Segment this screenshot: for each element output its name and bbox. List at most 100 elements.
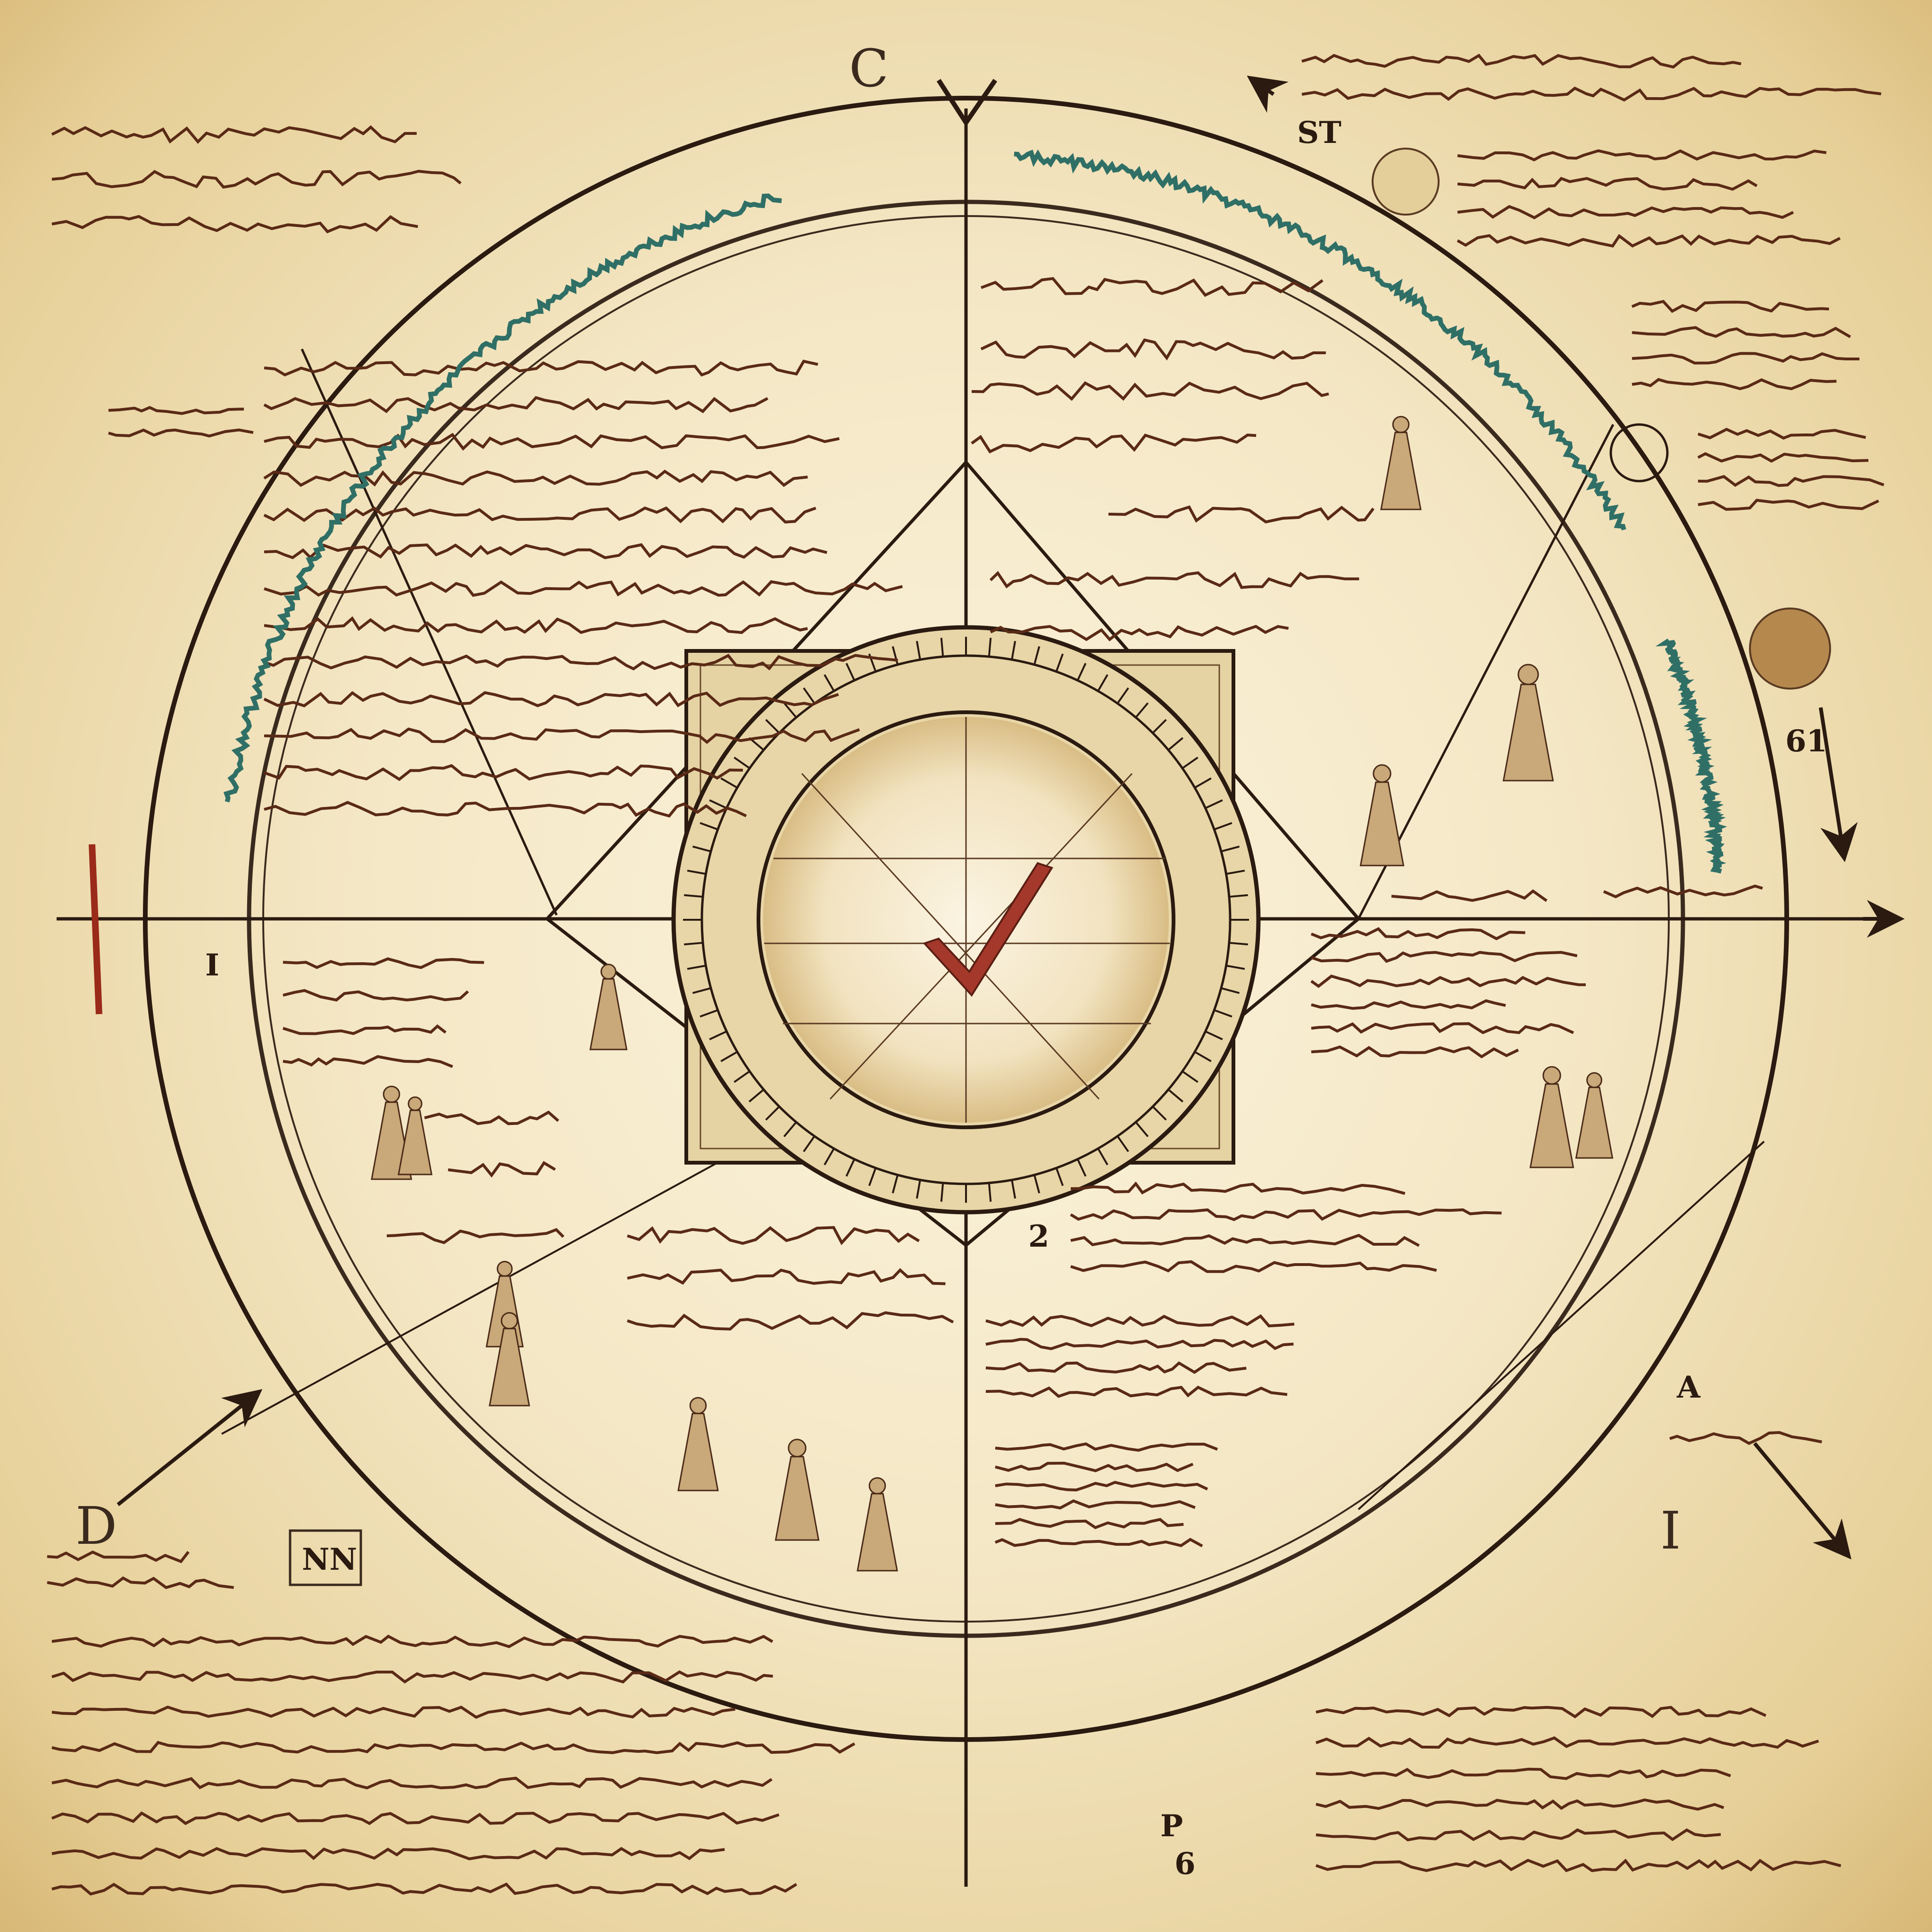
figure-sketch-icon (1359, 764, 1405, 866)
ring-tick (868, 1167, 877, 1186)
scribble-line (1698, 427, 1866, 440)
ring-tick (709, 799, 727, 809)
scribble-line (985, 1361, 1247, 1374)
ring-tick (1226, 869, 1245, 875)
scribble-line (995, 1461, 1194, 1473)
ring-tick (1116, 1135, 1129, 1152)
scribble-line (283, 1055, 453, 1068)
scribble-line (1315, 1736, 1819, 1749)
right-mid-code: 61 (1785, 724, 1828, 759)
diagonal-se (1357, 1141, 1765, 1510)
scribble-line (283, 1024, 447, 1035)
ring-tick (700, 1009, 718, 1018)
scribble-line (264, 727, 860, 744)
ring-tick (1167, 737, 1183, 751)
figure-sketch-icon (774, 1439, 820, 1541)
ring-tick (700, 822, 718, 831)
scribble-line (1301, 53, 1741, 69)
figure-sketch-icon (857, 1477, 898, 1572)
ring-tick (1226, 965, 1245, 970)
lower-right-num-a: P (1160, 1808, 1183, 1844)
scribble-line (971, 381, 1329, 401)
arrow-icon (1753, 1442, 1852, 1560)
scribble-line (1698, 475, 1884, 487)
face-line (829, 773, 1133, 1100)
medallion-icon (1372, 148, 1440, 216)
scribble-line (627, 1226, 920, 1245)
scribble-line (989, 571, 1359, 589)
figure-sketch-icon (1575, 1072, 1614, 1159)
scribble-line (1070, 1208, 1502, 1221)
ring-tick (1011, 1180, 1016, 1199)
scribble-line (1457, 233, 1841, 248)
scribble-line (1632, 378, 1837, 391)
scribble-line (51, 1740, 856, 1754)
astrolabe-ring-divider (757, 710, 1175, 1129)
scribble-line (985, 1314, 1295, 1328)
scribble-line (448, 1161, 556, 1178)
left-numeral: I (205, 948, 219, 983)
scribble-line (1311, 951, 1578, 963)
figure-sketch-icon (1529, 1066, 1574, 1168)
bottom-left-letter: D (75, 1496, 117, 1556)
lower-right-num-b: 6 (1174, 1846, 1196, 1882)
ring-tick (783, 1121, 797, 1137)
scribble-line (51, 1634, 774, 1649)
figure-sketch-icon (398, 1096, 433, 1175)
ring-tick (803, 687, 816, 704)
arc-scribble (1655, 638, 1727, 874)
scribble-line (1316, 1767, 1731, 1780)
box-label: NN (302, 1542, 357, 1577)
arc-scribble (1014, 149, 1626, 531)
scribble-line (51, 1776, 773, 1790)
ring-tick (692, 987, 711, 994)
ring-tick (891, 1174, 899, 1194)
scribble-line (1311, 1045, 1519, 1058)
ring-tick (692, 845, 711, 852)
scribble-line (264, 433, 840, 451)
ring-tick (749, 1089, 765, 1103)
figure-sketch-icon (677, 1397, 719, 1491)
scribble-line (424, 1110, 559, 1125)
scribble-line (995, 1518, 1184, 1530)
scribble-line (1310, 974, 1586, 988)
teal-arc-scribbles (223, 149, 1727, 874)
ring-tick (1182, 757, 1199, 769)
ring-tick (845, 1158, 856, 1177)
scribble-line (264, 359, 818, 377)
scribble-line (1457, 149, 1827, 162)
figure-sketch-icon (1380, 416, 1422, 510)
scribble-line (283, 989, 469, 1002)
ring-tick (1076, 663, 1087, 681)
ring-tick (687, 869, 706, 875)
scribble-line (51, 125, 417, 144)
top-letter: C (849, 38, 889, 99)
scribble-line (1316, 1798, 1724, 1811)
scribble-line (264, 580, 903, 597)
ring-tick (916, 1180, 921, 1199)
scribble-line (1070, 1233, 1420, 1247)
ring-tick (1205, 799, 1223, 809)
scribble-line (108, 428, 254, 438)
ring-tick (803, 1135, 816, 1152)
scribble-line (1316, 1858, 1841, 1873)
scribble-line (1457, 205, 1794, 220)
ring-tick (709, 1030, 727, 1041)
ring-tick (720, 777, 738, 789)
scribble-line (51, 1847, 725, 1860)
ring-tick (845, 663, 856, 681)
scribble-line (995, 1499, 1196, 1510)
scribble-line (263, 691, 839, 708)
ring-tick (824, 674, 835, 692)
arc-scribble (223, 193, 782, 802)
scribble-line (51, 1670, 773, 1684)
ring-tick (1182, 1070, 1199, 1083)
ring-tick (824, 1148, 835, 1166)
scribble-line (1603, 884, 1763, 899)
scribble-line (1669, 1431, 1822, 1445)
pointer-red-icon (923, 862, 1054, 997)
arrow-icon (1819, 707, 1858, 862)
scribble-line (263, 469, 808, 487)
